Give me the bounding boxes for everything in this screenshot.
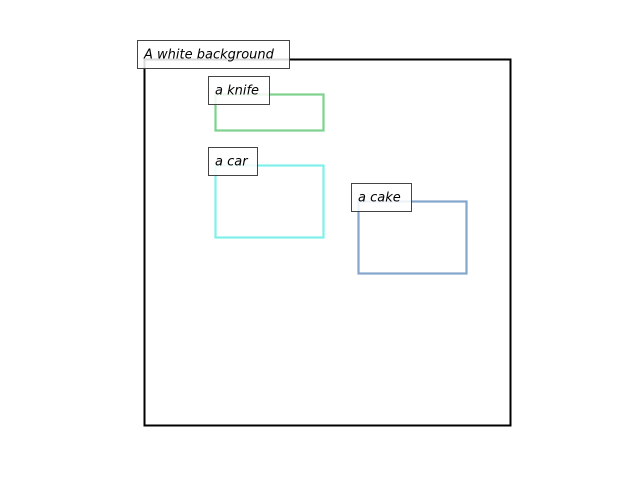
car-box bbox=[214, 164, 325, 239]
cake-box bbox=[357, 200, 468, 275]
car-label-text: a car bbox=[215, 155, 249, 170]
cake-label: a cake bbox=[351, 183, 412, 212]
car-label: a car bbox=[208, 147, 258, 176]
knife-label-text: a knife bbox=[215, 84, 259, 99]
cake-label-text: a cake bbox=[358, 191, 401, 206]
background-label: A white background bbox=[137, 40, 290, 69]
knife-label: a knife bbox=[208, 76, 270, 105]
scene-frame bbox=[143, 58, 512, 427]
background-label-text: A white background bbox=[143, 48, 275, 63]
